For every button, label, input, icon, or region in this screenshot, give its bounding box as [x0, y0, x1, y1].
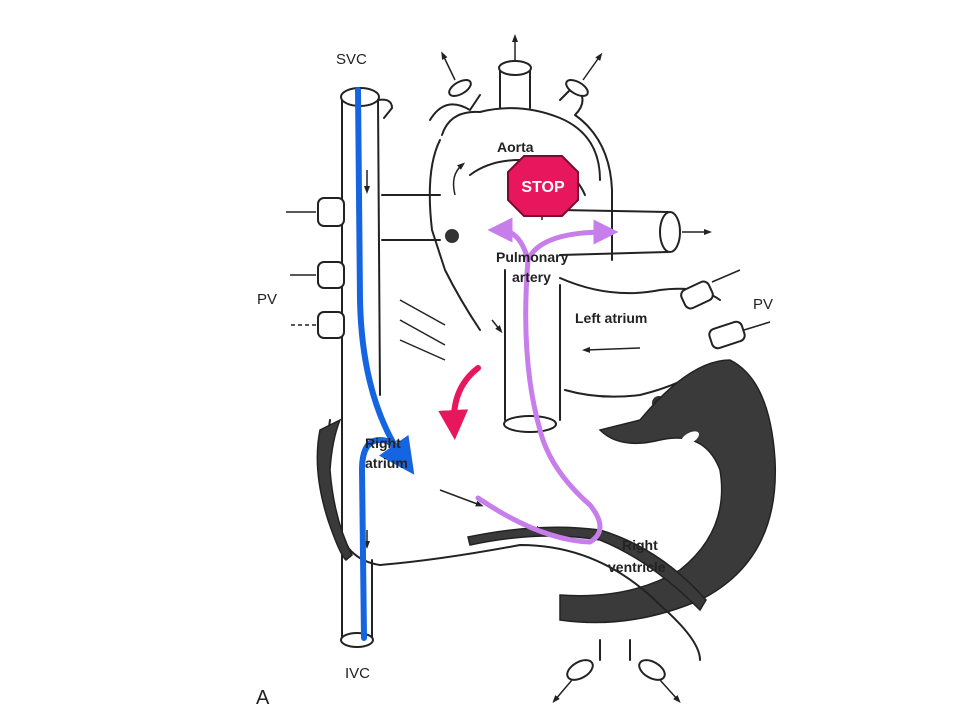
stop-sign-octagon [507, 155, 579, 217]
ivc-to-right-atrium-flow-arrow [358, 436, 405, 641]
pulmonary-artery-label-line2: artery [512, 269, 551, 285]
svc-label: SVC [336, 51, 367, 68]
pulmonary-branch-right-arrow [525, 219, 619, 263]
left-atrium-label: Left atrium [575, 310, 647, 326]
right-ventricle-label-line2: ventricle [608, 559, 666, 575]
stop-sign-text: STOP [521, 179, 565, 196]
pulmonary-artery-flow-arrow [475, 257, 603, 545]
figure-letter: A [256, 687, 270, 709]
blocked-flow-arrow [438, 365, 481, 440]
heart-outline [286, 34, 777, 704]
right-atrium-label-line2: atrium [365, 455, 408, 471]
aorta-label: Aorta [497, 139, 534, 155]
right-ventricle-label-line1: Right [622, 537, 658, 553]
right-atrium-label-line1: Right [365, 435, 401, 451]
pulmonary-branch-left-arrow [487, 217, 531, 263]
ivc-label: IVC [345, 665, 370, 682]
pv-left-label: PV [257, 291, 277, 308]
pulmonary-artery-label-line1: Pulmonary [496, 249, 569, 265]
pv-right-label: PV [753, 296, 773, 313]
stop-sign: STOP [507, 155, 579, 217]
svc-to-right-atrium-flow-arrow [355, 87, 415, 475]
